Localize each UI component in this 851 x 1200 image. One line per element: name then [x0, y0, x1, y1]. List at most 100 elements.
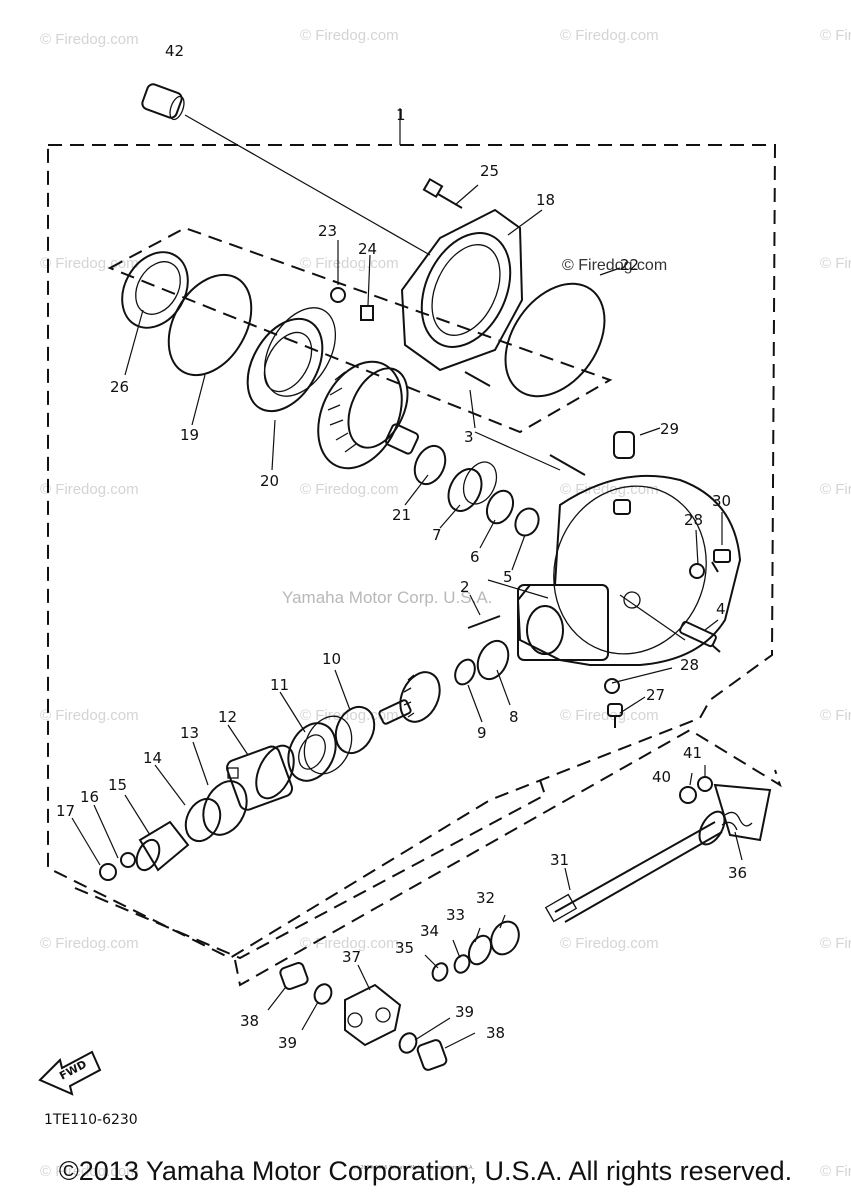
leader-line: [93, 804, 119, 859]
part-stud-2: [467, 615, 501, 629]
callout: 40: [652, 768, 671, 786]
callout: 3: [464, 428, 474, 446]
callout: 39: [278, 1034, 297, 1052]
part-collar-9: [454, 658, 476, 686]
part-spring-36: [713, 783, 772, 842]
watermark: © Firedog.com: [560, 481, 659, 498]
watermark: © Firedog.com: [40, 255, 139, 272]
part-seal-39-upper: [313, 983, 333, 1005]
leader-line: [334, 669, 351, 711]
leader-line: [467, 684, 483, 723]
part-ring-gear: [317, 360, 420, 470]
callout: 42: [165, 42, 184, 60]
leader-line: [279, 691, 306, 733]
callout: 22: [620, 256, 639, 274]
leader-line: [704, 619, 719, 631]
callout: 39: [455, 1003, 474, 1021]
part-stud-3: [464, 371, 586, 476]
part-washer-28-lower: [604, 678, 620, 694]
leader-line: [271, 419, 276, 471]
watermark-inline: © Firedog.com: [562, 257, 667, 274]
part-pin-4: [679, 620, 721, 653]
part-o-ring-22: [504, 282, 606, 398]
watermark: © Firedog.com: [820, 1163, 851, 1180]
watermark: © Firedog.com: [300, 481, 399, 498]
watermark: © Firedog.com: [560, 935, 659, 952]
callout: 36: [728, 864, 747, 882]
callout: 29: [660, 420, 679, 438]
watermark: © Firedog.com: [820, 935, 851, 952]
watermark: © Firedog.com: [300, 27, 399, 44]
leader-line: [357, 964, 371, 991]
callout: 11: [270, 676, 289, 694]
callout: 16: [80, 788, 99, 806]
watermark: © Firedog.com: [40, 31, 139, 48]
callout-labels: 42 1 25 18 23 24 22 26 19 20 3 29 21 7 6…: [56, 42, 747, 1052]
diagram-reference: 1TE110-6230: [44, 1112, 138, 1128]
fwd-arrow-icon: FWD: [38, 1050, 102, 1096]
callout: 8: [509, 708, 519, 726]
callout: 41: [683, 744, 702, 762]
part-housing-12: [226, 744, 295, 811]
part-o-ring-13: [202, 780, 248, 836]
leader-line: [564, 867, 571, 891]
part-washer-16: [120, 852, 136, 868]
part-washer-33: [467, 934, 493, 966]
leader-line: [301, 1001, 319, 1031]
part-nut-17: [99, 863, 117, 881]
leader-line: [191, 374, 206, 426]
callout: 28: [680, 656, 699, 674]
copyright-footer: ©2013 Yamaha Motor Corporation, U.S.A. A…: [58, 1156, 793, 1186]
part-bearing-7: [447, 461, 498, 512]
callout: 30: [712, 492, 731, 510]
callout: 21: [392, 506, 411, 524]
leader-line: [474, 431, 561, 471]
part-nut-41: [697, 776, 713, 792]
watermark: © Firedog.com: [820, 481, 851, 498]
part-seal-39-lower: [398, 1032, 418, 1054]
part-bearing-11: [287, 715, 353, 782]
callout: 10: [322, 650, 341, 668]
part-cap-29: [613, 431, 635, 459]
watermark: © Firedog.com: [560, 27, 659, 44]
leader-line: [227, 724, 249, 756]
watermark: © Firedog.com: [820, 255, 851, 272]
tiny-copyright-note: (c) 2000-2016 Yamaha Motor Corporation, …: [352, 1165, 474, 1171]
part-plug-24: [360, 305, 374, 321]
part-bushing-42: [141, 83, 185, 121]
leader-line: [452, 939, 461, 959]
leader-line: [695, 529, 699, 566]
leader-line: [439, 504, 461, 529]
callout: 38: [486, 1024, 505, 1042]
part-oil-seal-14: [184, 797, 222, 843]
callout: 37: [342, 948, 361, 966]
part-nut-23: [330, 287, 346, 303]
leader-line: [154, 764, 186, 806]
callout: 34: [420, 922, 439, 940]
part-drive-shaft-31: [544, 810, 726, 923]
callout: 14: [143, 749, 162, 767]
leader-line: [507, 209, 543, 236]
part-seal-5: [514, 507, 540, 537]
leader-line: [611, 667, 673, 684]
callout: 31: [550, 851, 569, 869]
part-bearing-38-lower: [416, 1039, 448, 1071]
part-bearing-20: [246, 307, 337, 413]
callout: 7: [432, 526, 442, 544]
callout: 32: [476, 889, 495, 907]
callout: 33: [446, 906, 465, 924]
part-bolt-30: [711, 549, 731, 573]
part-washer-28: [689, 563, 705, 579]
callout: 24: [358, 240, 377, 258]
part-coupling-15: [135, 820, 190, 872]
leader-line: [619, 696, 646, 714]
callout: 26: [110, 378, 129, 396]
leader-line: [511, 534, 526, 571]
callout: 4: [716, 600, 726, 618]
callout: 5: [503, 568, 513, 586]
leader-line: [184, 114, 431, 256]
leader-line: [367, 254, 371, 306]
leader-line: [689, 772, 693, 786]
